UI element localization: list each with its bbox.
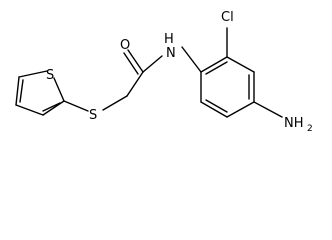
bond-thiophene-c2-c3 [42,100,65,116]
bond-c4-nh2 [253,101,283,118]
bond-thiophene-c4-c5-double [19,79,24,103]
bond-thiophene-c3-c3-double [42,102,61,112]
bond-ring-c5-c6 [200,101,228,118]
bond-s-ch2 [102,95,128,111]
bond-ring-c4-c5 [226,101,255,118]
bond-c-o [127,49,144,73]
atom-label-amine-nh: NH [284,116,304,131]
atom-label-amine-subscript: 2 [307,124,313,134]
structure-canvas: S S O H N Cl NH 2 [15,10,313,134]
bond-c-n [142,55,163,73]
atom-label-chlorine: Cl [221,10,234,25]
bond-ring-c1-c2 [200,56,228,73]
bond-thiophene-c5-s [18,70,48,78]
bond-thiophene-c4-c5 [15,76,20,106]
atom-label-amide-n: N [166,46,176,61]
bond-thiophene-c3-c4 [15,104,44,116]
bond-ring-c2-c3 [226,56,255,73]
bond-thiophene-s-c2 [53,77,65,102]
bond-ring-c1-c2-double [205,61,228,75]
bond-n-aryl [181,46,202,73]
atom-label-thiophene-s: S [46,68,54,83]
atom-label-thioether-s: S [89,108,97,123]
bonds [15,27,283,118]
bond-ring-c5-c6-double [205,99,228,113]
bond-c2-s [63,100,89,112]
atom-labels: S S O H N Cl NH 2 [46,10,313,134]
chemical-structure-diagram: S S O H N Cl NH 2 [15,10,313,134]
bond-c-o-double [123,52,139,75]
bond-ch2-c-carbonyl [126,71,144,97]
atom-label-amide-h: H [164,32,174,47]
atom-label-carbonyl-o: O [120,38,130,53]
